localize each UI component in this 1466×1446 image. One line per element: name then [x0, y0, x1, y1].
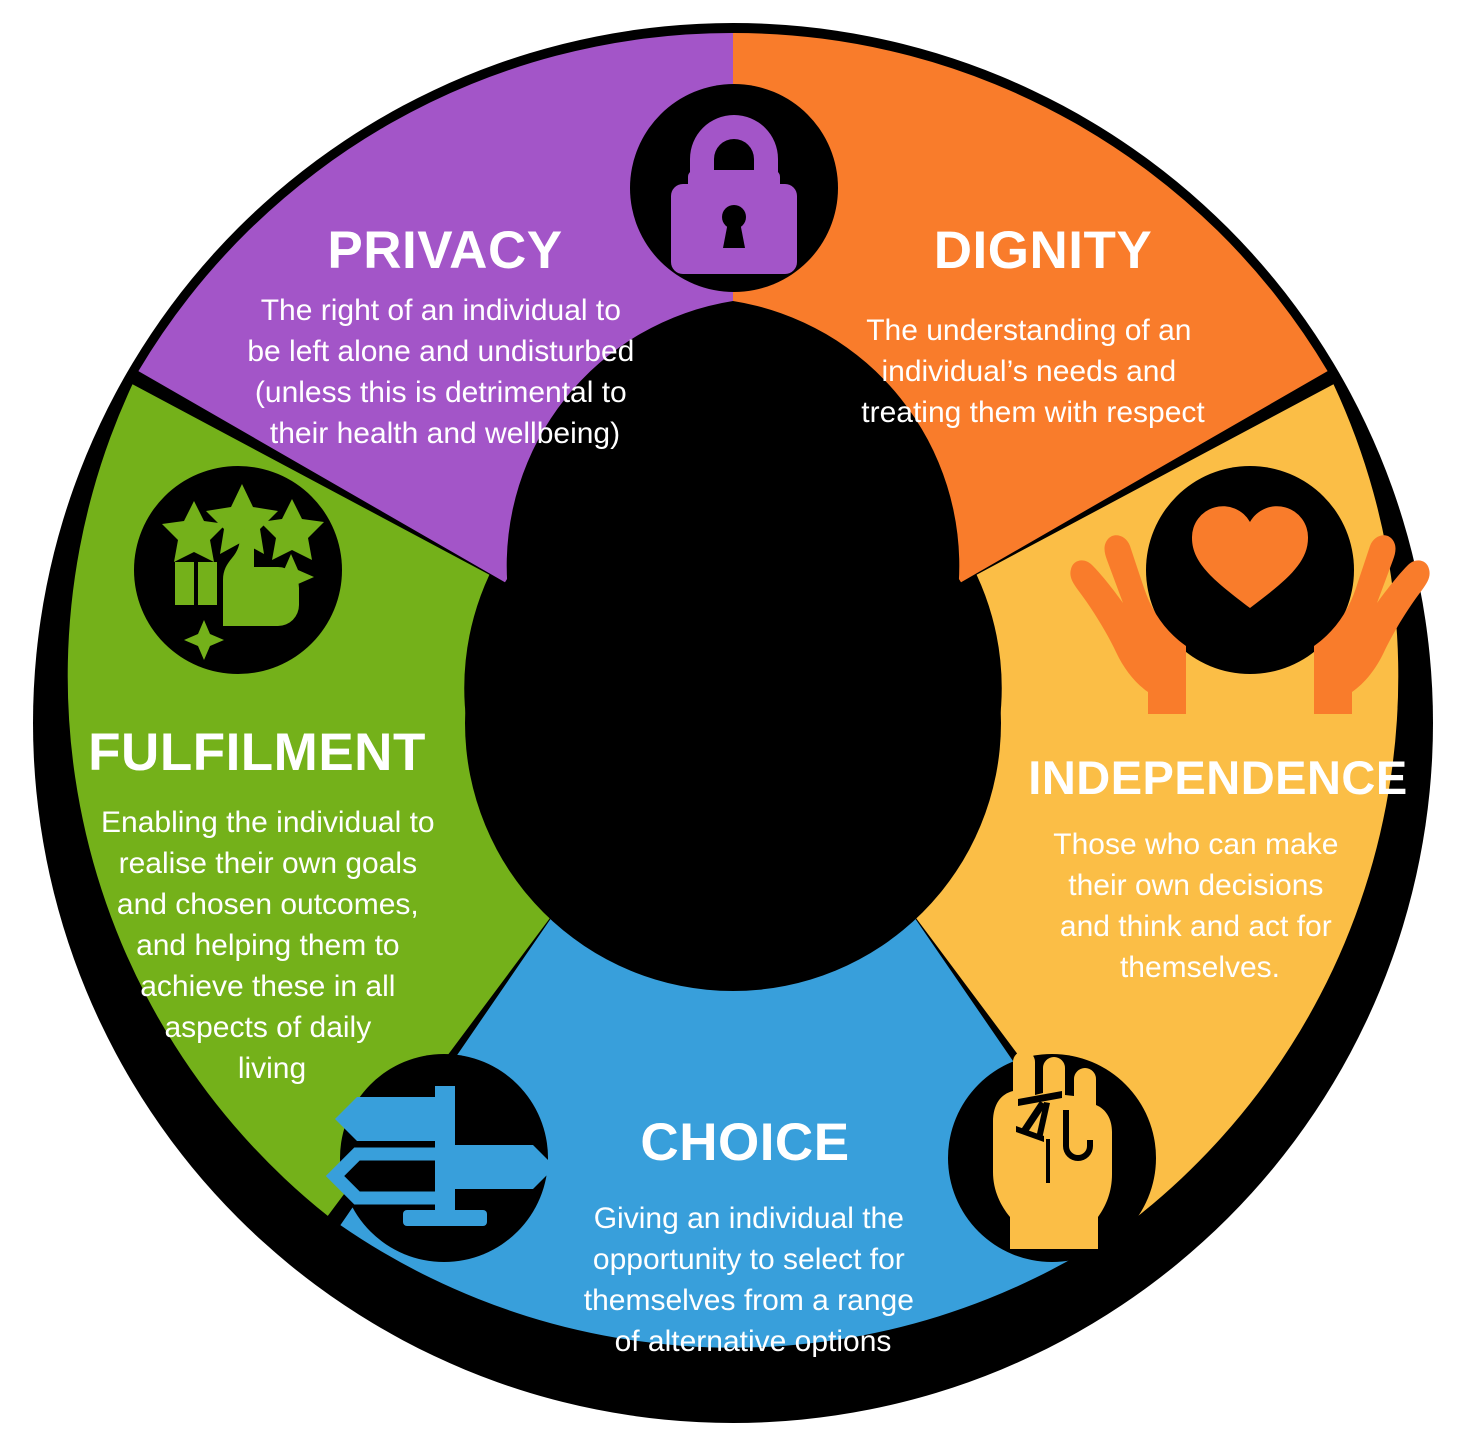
raised-fist-icon [993, 1051, 1112, 1249]
segment-privacy-body: The right of an individual to be left al… [247, 294, 642, 450]
segment-choice-wedge[interactable] [340, 897, 1126, 1348]
body-line: The understanding of an [866, 314, 1191, 347]
body-line: Those who can make [1053, 828, 1338, 861]
segment-choice-text: CHOICE Giving an individual the opportun… [584, 1113, 923, 1358]
segment-fulfilment-title: FULFILMENT [88, 723, 426, 782]
body-line: their health and wellbeing) [270, 417, 620, 450]
segment-independence-text: INDEPENDENCE Those who can make their ow… [1028, 751, 1407, 984]
segment-dignity[interactable] [733, 32, 1328, 584]
body-line: and think and act for [1060, 910, 1332, 943]
segment-dignity-text: DIGNITY The understanding of an individu… [861, 221, 1205, 429]
body-line: opportunity to select for [593, 1243, 905, 1276]
icon-badge-dignity[interactable] [1070, 466, 1430, 714]
body-line: individual’s needs and [881, 355, 1176, 388]
segment-fulfilment-text: FULFILMENT Enabling the individual to re… [88, 723, 443, 1085]
segment-dignity-title: DIGNITY [934, 221, 1152, 280]
segment-privacy[interactable] [138, 32, 733, 584]
body-line: (unless this is detrimental to [255, 376, 627, 409]
icon-badge-independence[interactable] [948, 1051, 1156, 1262]
icon-badge-privacy[interactable] [630, 84, 838, 292]
icon-badge-choice[interactable] [325, 1054, 555, 1262]
body-line: their own decisions [1068, 869, 1323, 902]
body-line: treating them with respect [861, 396, 1205, 429]
thumbs-up-stars-icon [162, 484, 324, 660]
segment-independence-title: INDEPENDENCE [1028, 751, 1407, 804]
segment-choice-title: CHOICE [640, 1113, 849, 1172]
body-line: of alternative options [615, 1325, 892, 1358]
segment-choice[interactable] [340, 897, 1126, 1348]
hands-holding-heart-icon [1070, 506, 1430, 714]
segment-choice-body: Giving an individual the opportunity to … [584, 1202, 923, 1358]
icon-badge-fulfilment[interactable] [134, 466, 342, 674]
body-line: living [238, 1052, 306, 1085]
body-line: Giving an individual the [594, 1202, 904, 1235]
body-line: realise their own goals [119, 847, 418, 880]
lock-icon [671, 115, 797, 274]
sparkle-icon [184, 620, 224, 660]
body-line: be left alone and undisturbed [247, 335, 634, 368]
segment-dignity-wedge[interactable] [733, 32, 1328, 584]
body-line: and chosen outcomes, [117, 888, 419, 921]
body-line: achieve these in all [140, 970, 395, 1003]
center-hole [465, 455, 1001, 991]
body-line: Enabling the individual to [101, 806, 435, 839]
sparkle-icon [268, 554, 314, 600]
body-line: aspects of daily [164, 1011, 371, 1044]
segment-privacy-wedge[interactable] [138, 32, 733, 584]
signpost-icon [325, 1086, 555, 1226]
segment-privacy-text: PRIVACY The right of an individual to be… [247, 221, 642, 450]
segment-privacy-title: PRIVACY [327, 221, 562, 280]
segment-fulfilment-body: Enabling the individual to realise their… [101, 806, 443, 1085]
body-line: The right of an individual to [261, 294, 621, 327]
segment-independence-body: Those who can make their own decisions a… [1053, 828, 1347, 984]
segment-dignity-body: The understanding of an individual’s nee… [861, 314, 1205, 429]
star-icon [206, 484, 278, 554]
star-icon [260, 499, 324, 560]
body-line: and helping them to [136, 929, 400, 962]
body-line: themselves. [1120, 951, 1280, 984]
body-line: themselves from a range [584, 1284, 914, 1317]
star-icon [162, 501, 226, 562]
